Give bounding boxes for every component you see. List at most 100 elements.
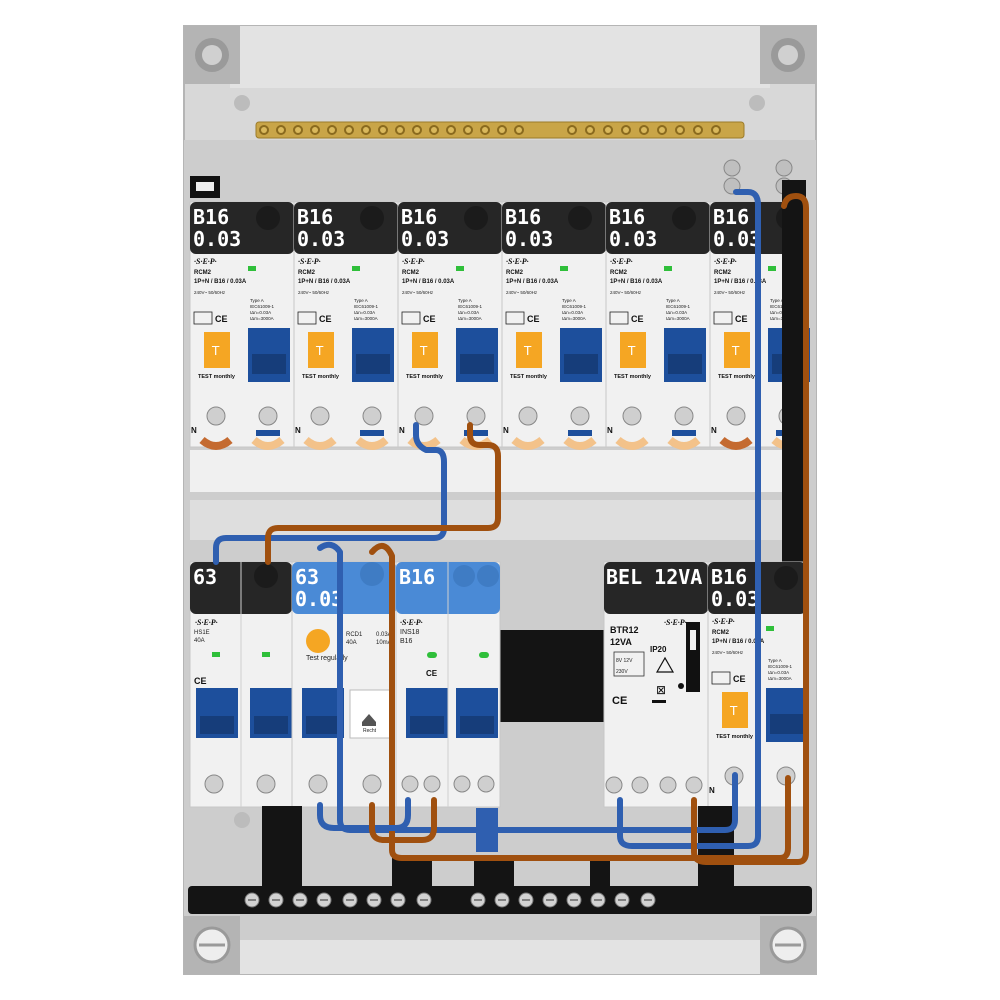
rcbo-icn: IΔm=3000A — [354, 316, 378, 321]
terminal-n-label: N — [191, 426, 197, 435]
rcbo-sensitivity: 0.03 — [609, 227, 657, 251]
terminal-sleeve — [256, 430, 280, 436]
busbar-screw — [641, 127, 647, 133]
rcbo-toggle-handle[interactable] — [460, 354, 494, 374]
rcbo-type: Type A — [768, 658, 782, 663]
test-t-icon: T — [419, 344, 428, 358]
rcbo-toggle-handle[interactable] — [564, 354, 598, 374]
main-switch-brand: ·S·E·P· — [195, 618, 218, 627]
busbar-screw — [569, 127, 575, 133]
busbar-screw — [713, 127, 719, 133]
rcbo-type: Type A — [562, 298, 576, 303]
rcbo-test-text: TEST monthly — [614, 374, 652, 380]
screw-icon — [256, 206, 280, 230]
rcbo-indicator — [664, 266, 672, 271]
screw — [234, 95, 250, 111]
busbar-screw — [448, 127, 454, 133]
rcd-rating: 63 — [295, 565, 319, 589]
rcbo-brand: ·S·E·P· — [402, 257, 425, 266]
rcbo-supply: 240V~ 50/60Hz — [712, 650, 744, 655]
rcbo-test-button[interactable] — [516, 332, 542, 368]
rcbo-ce: CE — [735, 314, 748, 324]
disposal-icon: ⊠ — [656, 683, 666, 697]
corner-mount-bottom-left — [184, 916, 240, 974]
rcbo-test-text: TEST monthly — [510, 374, 548, 380]
rcbo-spec: 1P+N / B16 / 0.03A — [506, 279, 559, 285]
rcbo-test-button[interactable] — [620, 332, 646, 368]
rcbo-model: RCM2 — [298, 270, 316, 276]
rcbo-test-button[interactable] — [724, 332, 750, 368]
terminal-screw-l — [570, 406, 590, 426]
isolator-switch: B16 ·S·E·P· INS18 B16 CE — [395, 561, 501, 808]
rcd-sensitivity-small: 0.03A — [376, 632, 392, 638]
rcbo-type: Type A — [354, 298, 368, 303]
rcbo-spec: 1P+N / B16 / 0.03A — [402, 279, 455, 285]
rcbo-idn: IΔn=0.03A — [666, 310, 687, 315]
warning-icon — [655, 656, 675, 673]
rcbo-rating: B16 — [401, 205, 437, 229]
rcbo-test-button[interactable] — [412, 332, 438, 368]
rcbo-idn: IΔn=0.03A — [768, 670, 789, 675]
busbar-screw — [414, 127, 420, 133]
rcbo-icn: IΔm=3000A — [768, 676, 792, 681]
isolator-current: B16 — [400, 638, 413, 645]
rcd-test-text: Test regularly — [306, 655, 348, 662]
bell-transformer-ce: CE — [612, 695, 627, 707]
bell-transformer-brand: ·S·E·P· — [664, 618, 687, 627]
wire-end — [303, 436, 337, 450]
bell-transformer-model: BTR12 — [610, 625, 639, 635]
rcbo-test-button[interactable] — [204, 332, 230, 368]
terminal-screw-n — [518, 406, 538, 426]
busbar-screw — [587, 127, 593, 133]
busbar-screw — [380, 127, 386, 133]
test-t-icon: T — [731, 344, 740, 358]
rcbo-test-text: TEST monthly — [716, 734, 754, 740]
busbar-screw — [295, 127, 301, 133]
wire-end — [511, 436, 545, 450]
busbar-screw — [465, 127, 471, 133]
wire-end — [563, 436, 597, 450]
rcbo-sensitivity: 0.03 — [401, 227, 449, 251]
rcbo-standard: IEC61009-1 — [666, 304, 691, 309]
rcbo-model: RCM2 — [610, 270, 628, 276]
rcbo-toggle-handle[interactable] — [668, 354, 702, 374]
rcd-recht-text: Recht — [363, 728, 377, 734]
rcbo-standard: IEC61009-1 — [354, 304, 379, 309]
rcbo-test-button[interactable] — [722, 692, 748, 728]
kema-mark-icon — [713, 311, 733, 325]
corner-mount-bottom-right — [760, 916, 816, 974]
rcbo-icn: IΔm=3000A — [250, 316, 274, 321]
rcbo-toggle-handle[interactable] — [252, 354, 286, 374]
rcbo-spec: 1P+N / B16 / 0.03A — [714, 279, 767, 285]
rcbo-spec: 1P+N / B16 / 0.03A — [712, 639, 765, 645]
rcbo-rating: B16 — [505, 205, 541, 229]
wire-end — [199, 436, 233, 450]
terminal-sleeve — [568, 430, 592, 436]
rcbo-test-button[interactable] — [308, 332, 334, 368]
rcbo-toggle-handle[interactable] — [770, 714, 804, 734]
rcbo-rating: B16 — [193, 205, 229, 229]
rcbo-type: Type A — [458, 298, 472, 303]
rcd-test-button[interactable] — [306, 629, 330, 653]
rcbo-brand: ·S·E·P· — [714, 257, 737, 266]
isolator-model: INS18 — [400, 629, 420, 636]
rcbo-model: RCM2 — [402, 270, 420, 276]
rcd-main: 63 0.03 Test regularly RCD1 40A 0.03A 10… — [291, 561, 397, 808]
earth-busbar — [255, 121, 745, 139]
main-switch-current: 40A — [194, 638, 205, 644]
busbar-screw — [261, 127, 267, 133]
bell-transformer-label: BEL 12VA — [606, 565, 702, 589]
bell-transformer-volt-in: 230V — [616, 669, 628, 675]
kema-mark-icon — [711, 671, 731, 685]
kema-mark-icon — [609, 311, 629, 325]
terminal-n-label: N — [399, 426, 405, 435]
rcbo-ce: CE — [733, 674, 746, 684]
rcbo-ce: CE — [423, 314, 436, 324]
terminal-n-label: N — [607, 426, 613, 435]
wire-end — [355, 436, 389, 450]
rcbo-toggle-handle[interactable] — [356, 354, 390, 374]
terminal-screw-n — [726, 406, 746, 426]
wiring — [213, 189, 809, 865]
test-t-icon: T — [523, 344, 532, 358]
